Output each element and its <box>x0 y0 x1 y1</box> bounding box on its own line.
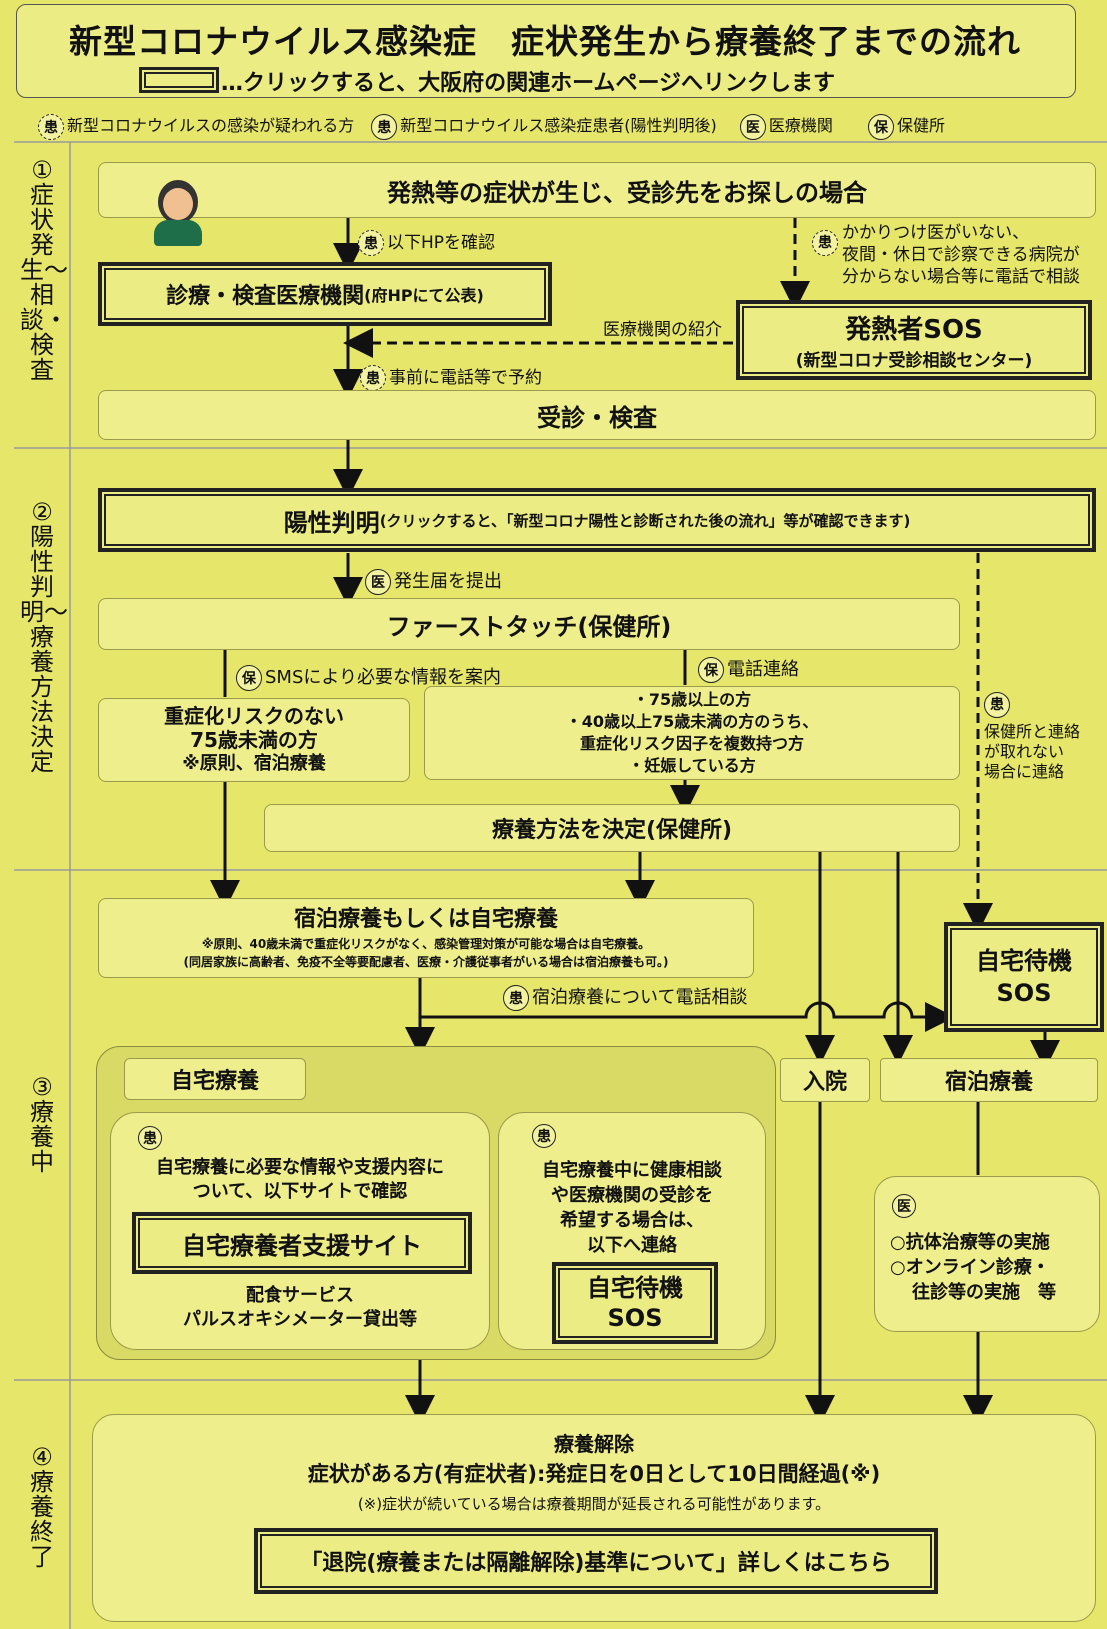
report-label: 医発生届を提出 <box>365 567 502 595</box>
first-touch-box: ファーストタッチ(保健所) <box>98 598 960 650</box>
home-consult-text: 自宅療養中に健康相談や医療機関の受診を 希望する場合は、以下へ連絡 <box>542 1160 722 1256</box>
support-site-link[interactable]: 自宅療養者支援サイト <box>132 1212 472 1274</box>
no-doctor-note: 患 かかりつけ医がいない、 夜間・休日で診察できる病院が 分からない場合等に電話… <box>812 222 1080 288</box>
symptom-box: 発熱等の症状が生じ、受診先をお探しの場合 <box>98 162 1096 218</box>
legend-item-health-center: 保保健所 <box>868 113 945 140</box>
medical-text: ○抗体治療等の実施○オンライン診療・ 往診等の実施 等 <box>890 1232 1056 1303</box>
legend: 患新型コロナウイルスの感染が疑われる方 患新型コロナウイルス感染症患者(陽性判明… <box>38 112 945 140</box>
home-care-label: 自宅療養 <box>124 1058 306 1100</box>
link-legend-text: …クリックすると、大阪府の関連ホームページへリンクします <box>221 71 836 96</box>
intro-label: 医療機関の紹介 <box>603 320 722 340</box>
link-legend-box <box>139 67 219 93</box>
clinic-link[interactable]: 診療・検査医療機関(府HPにて公表) <box>98 262 552 326</box>
hotel-or-home-box: 宿泊療養もしくは自宅療養 ※原則、40歳未満で重症化リスクがなく、感染管理対策が… <box>98 898 754 978</box>
legend-item-patient: 患新型コロナウイルス感染症患者(陽性判明後) <box>371 113 717 140</box>
legend-item-medical: 医医療機関 <box>739 113 833 140</box>
title-banner: 新型コロナウイルス感染症 症状発生から療養終了までの流れ …クリックすると、大阪… <box>16 4 1076 98</box>
hotel-phone-label: 患宿泊療養について電話相談 <box>503 983 747 1011</box>
no-reach-note: 患 保健所と連絡が取れない場合に連絡 <box>984 692 1080 782</box>
reserve-label: 患事前に電話等で予約 <box>360 363 542 391</box>
decide-box: 療養方法を決定(保健所) <box>264 804 960 852</box>
hospitalization-box: 入院 <box>780 1058 870 1102</box>
sick-person-icon <box>150 176 206 246</box>
high-risk-box: ・75歳以上の方・40歳以上75歳未満の方のうち、 重症化リスク因子を複数持つ方… <box>424 686 960 780</box>
patient-mark-2: 患 <box>532 1124 556 1148</box>
home-info-text: 自宅療養に必要な情報や支援内容について、以下サイトで確認 <box>156 1157 444 1202</box>
release-criteria-link[interactable]: 「退院(療養または隔離解除)基準について」詳しくはこちら <box>254 1528 938 1594</box>
support-items: 配食サービスパルスオキシメーター貸出等 <box>183 1285 417 1330</box>
positive-link[interactable]: 陽性判明 (クリックすると、「新型コロナ陽性と診断された後の流れ」等が確認できま… <box>98 488 1096 552</box>
medical-mark: 医 <box>892 1194 916 1218</box>
exam-box: 受診・検査 <box>98 390 1096 440</box>
confirm-hp-label: 患以下HPを確認 <box>358 228 495 256</box>
fever-sos-link[interactable]: 発熱者SOS (新型コロナ受診相談センター) <box>736 300 1092 380</box>
page-title: 新型コロナウイルス感染症 症状発生から療養終了までの流れ <box>69 22 1021 61</box>
phone-label: 保電話連絡 <box>698 655 799 683</box>
legend-item-suspected: 患新型コロナウイルスの感染が疑われる方 <box>38 113 354 140</box>
hotel-care-box: 宿泊療養 <box>880 1058 1098 1102</box>
patient-mark-1: 患 <box>138 1126 162 1150</box>
